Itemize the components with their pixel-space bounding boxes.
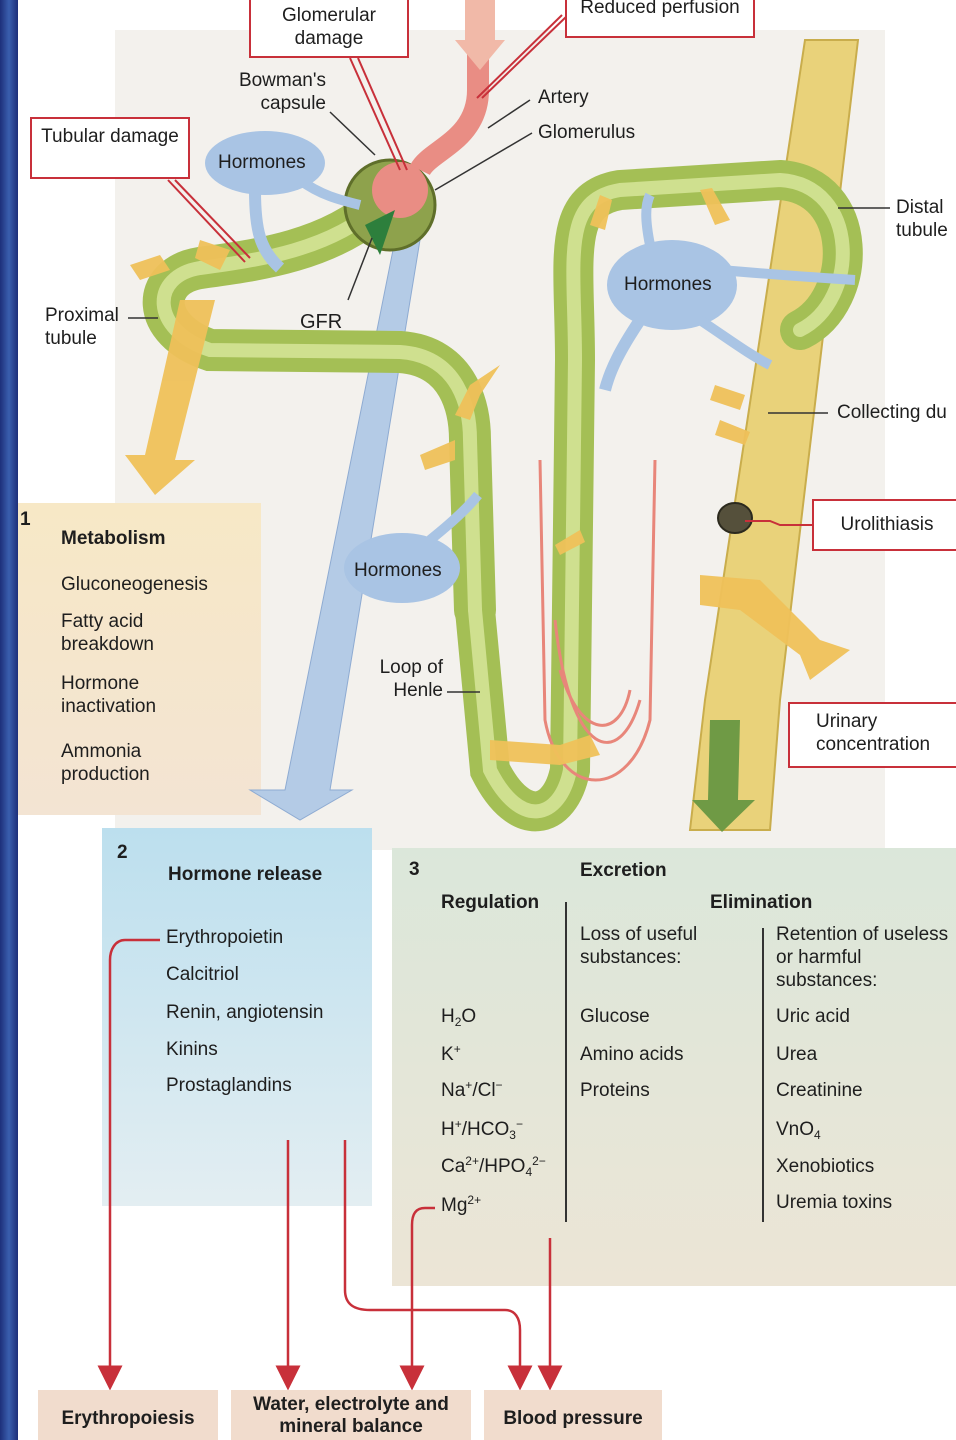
gfr-label: GFR (300, 311, 342, 334)
metabolism-item: Ammonia production (61, 740, 166, 786)
blood-pressure-output: Blood pressure (484, 1390, 662, 1440)
water-balance-output: Water, electrolyte and mineral balance (231, 1390, 471, 1440)
ion-subscript: 3 (509, 1128, 516, 1142)
hormones-label-1: Hormones (218, 152, 306, 174)
ion-charge: + (455, 1117, 462, 1131)
panel2-number: 2 (117, 841, 128, 864)
ion-symbol: O (461, 1006, 476, 1027)
panel1-number: 1 (20, 508, 31, 531)
panel3-number: 3 (409, 858, 420, 881)
ion-symbol: /HCO (462, 1119, 510, 1140)
hormone-release-item: Prostaglandins (166, 1074, 292, 1097)
artery-label: Artery (538, 86, 589, 109)
loop-of-henle-label: Loop of Henle (368, 656, 443, 702)
ion-symbol: H (441, 1119, 455, 1140)
tubular-damage-callout: Tubular damage (30, 117, 190, 179)
metabolism-item: Fatty acid breakdown (61, 610, 176, 656)
glomerular-damage-callout: Glomerular damage (249, 0, 409, 58)
ion-charge: 2− (532, 1154, 546, 1168)
ion-symbol: Ca (441, 1156, 465, 1177)
excretion-title: Excretion (580, 859, 667, 882)
hormones-label-2: Hormones (624, 274, 712, 296)
ion-charge: + (454, 1042, 461, 1056)
hormone-release-item: Kinins (166, 1038, 218, 1061)
hormone-release-item: Calcitriol (166, 963, 239, 986)
hormones-label-3: Hormones (354, 560, 442, 582)
retention-item: Creatinine (776, 1079, 863, 1102)
collecting-duct-label: Collecting du (837, 401, 947, 424)
artery-inflow-arrow (455, 0, 505, 70)
ion-subscript: 2 (455, 1015, 462, 1029)
elimination-header: Elimination (710, 891, 812, 914)
metabolism-item: Gluconeogenesis (61, 573, 208, 596)
ion-symbol: /HPO (479, 1156, 525, 1177)
ion-charge: 2+ (467, 1193, 481, 1207)
ion-symbol: Na (441, 1080, 465, 1101)
regulation-item: Mg2+ (441, 1194, 481, 1219)
retention-item: Urea (776, 1043, 817, 1066)
loss-header: Loss of useful substances: (580, 923, 730, 969)
regulation-item: Ca2+/HPO42− (441, 1155, 546, 1180)
loss-item: Proteins (580, 1079, 650, 1102)
ion-symbol: K (441, 1044, 454, 1065)
glomerulus (372, 162, 428, 218)
hormone-release-title: Hormone release (168, 863, 322, 886)
ion-symbol: Mg (441, 1195, 467, 1216)
retention-item: Xenobiotics (776, 1155, 874, 1178)
kidney-stone (718, 503, 752, 533)
metabolism-title: Metabolism (61, 527, 166, 550)
hormone-release-item: Erythropoietin (166, 926, 283, 949)
proximal-tubule-label: Proximal tubule (45, 304, 130, 350)
ion-symbol: H (441, 1006, 455, 1027)
hormone-release-item: Renin, angiotensin (166, 1001, 323, 1024)
erythropoiesis-output: Erythropoiesis (38, 1390, 218, 1440)
regulation-item: H+/HCO3− (441, 1118, 523, 1143)
urolithiasis-callout: Urolithiasis (812, 499, 956, 551)
retention-item: Uric acid (776, 1005, 850, 1028)
regulation-item: Na+/Cl− (441, 1079, 503, 1104)
bowmans-capsule-label: Bowman's capsule (226, 69, 326, 115)
retention-item: VnO4 (776, 1118, 821, 1143)
regulation-item: K+ (441, 1043, 461, 1068)
glomerulus-label: Glomerulus (538, 121, 635, 144)
ion-symbol: /Cl (472, 1080, 495, 1101)
ion-charge: − (516, 1117, 523, 1131)
ion-charge: − (496, 1078, 503, 1092)
distal-tubule-label: Distal tubule (896, 196, 956, 242)
regulation-item: H2O (441, 1005, 476, 1030)
loss-item: Glucose (580, 1005, 650, 1028)
loss-item: Amino acids (580, 1043, 684, 1066)
regulation-header: Regulation (441, 891, 539, 914)
reduced-perfusion-callout: Reduced perfusion (565, 0, 755, 38)
ion-charge: + (465, 1078, 472, 1092)
urinary-concentration-callout: Urinary concentration (788, 702, 956, 768)
metabolism-item: Hormone inactivation (61, 672, 181, 718)
retention-header: Retention of useless or harmful substanc… (776, 923, 956, 992)
ion-charge: 2+ (465, 1154, 479, 1168)
retention-item: Uremia toxins (776, 1191, 892, 1214)
